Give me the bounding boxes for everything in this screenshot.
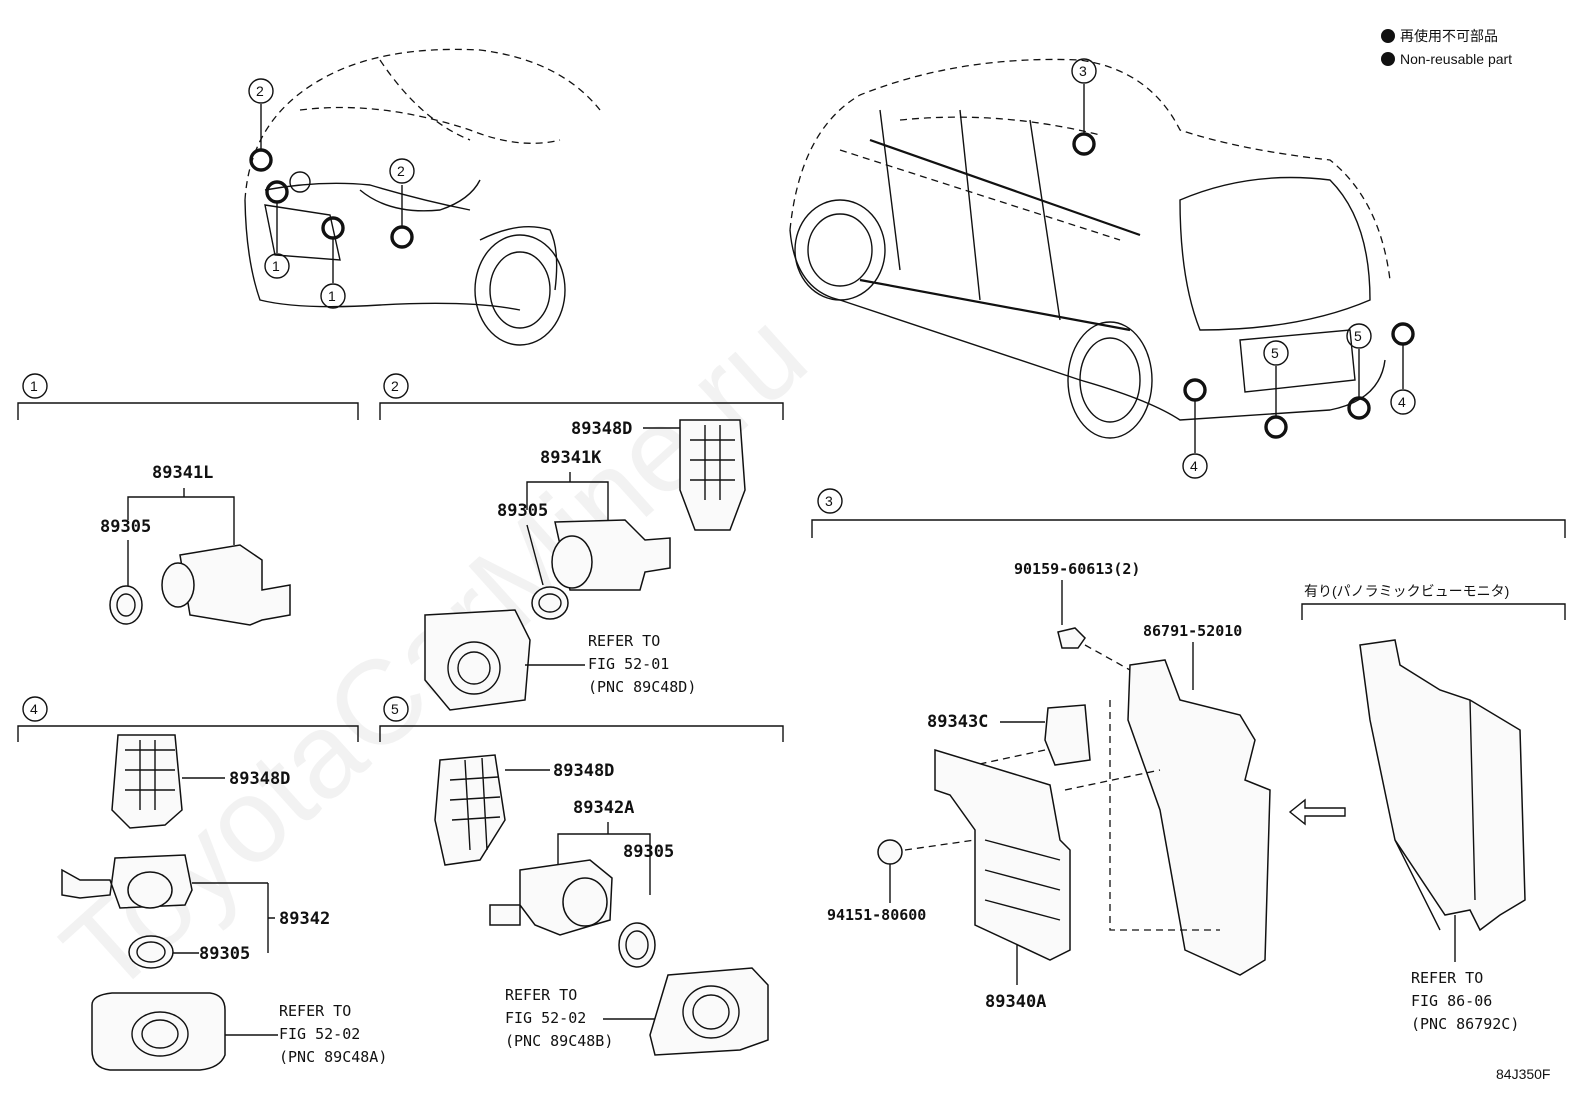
callout: 1: [320, 283, 346, 309]
refer-text: REFER TO: [279, 1002, 351, 1020]
part-number: 89348D: [229, 769, 290, 789]
svg-text:5: 5: [1271, 345, 1279, 361]
refer-text: FIG 52-01: [588, 655, 669, 673]
refer-text: (PNC 89C48A): [279, 1048, 387, 1066]
svg-text:1: 1: [328, 288, 336, 304]
part-number: 89340A: [985, 992, 1046, 1012]
part-number: 89348D: [553, 761, 614, 781]
svg-text:1: 1: [272, 258, 280, 274]
part-number: 89342: [279, 909, 330, 929]
part-number: 89348D: [571, 419, 632, 439]
bracket-89348D: [111, 734, 183, 829]
refer-text: (PNC 89C48B): [505, 1032, 613, 1050]
clip-94151: [877, 839, 903, 865]
callout: 1: [264, 253, 290, 279]
part-number: 89305: [623, 842, 674, 862]
section-number: 1: [30, 378, 38, 394]
section-5: 5 89348D 89342A 89305 REFER TO FIG 52-02…: [379, 696, 784, 1056]
refer-text: (PNC 89C48D): [588, 678, 696, 696]
grommet-89305: [128, 935, 174, 969]
callout: 5: [1346, 323, 1372, 349]
bracket-86791: [1127, 659, 1271, 976]
svg-text:2: 2: [397, 163, 405, 179]
svg-text:2: 2: [256, 83, 264, 99]
legend: 再使用不可部品 Non-reusable part: [1381, 28, 1512, 67]
grommet-89305: [109, 585, 143, 625]
computer-89340A: [934, 748, 1071, 961]
section-3: 3 90159-60613(2) 86791-52010 89343C 9415…: [811, 488, 1566, 1033]
sensor-89341L: [179, 544, 291, 626]
legend-en: Non-reusable part: [1400, 51, 1512, 67]
section-4: 4 89348D 89342 89305 REFER TO FIG 52-02 …: [17, 696, 387, 1071]
svg-text:3: 3: [1079, 63, 1087, 79]
section-number: 5: [391, 701, 399, 717]
part-number: 89305: [497, 501, 548, 521]
part-number: 89305: [100, 517, 151, 537]
section-number: 2: [391, 378, 399, 394]
callout: 4: [1390, 389, 1416, 415]
callout: 5: [1263, 340, 1289, 366]
retainer-89C48B: [649, 967, 769, 1056]
bracket-89348D: [434, 754, 506, 866]
refer-text: FIG 52-02: [505, 1009, 586, 1027]
panoramic-note: 有り(パノラミックビューモニタ): [1304, 583, 1509, 599]
callout: 2: [389, 158, 415, 184]
part-number: 89343C: [927, 712, 988, 732]
bracket-89348D: [679, 419, 746, 531]
bracket-panoramic: [1359, 639, 1526, 932]
svg-text:5: 5: [1354, 328, 1362, 344]
part-number: 86791-52010: [1143, 622, 1242, 640]
retainer-89C48D: [424, 609, 531, 711]
arrow-icon: [1288, 798, 1346, 826]
part-number: 94151-80600: [827, 906, 926, 924]
grommet-89305: [618, 922, 656, 968]
legend-jp: 再使用不可部品: [1400, 28, 1498, 44]
refer-text: FIG 86-06: [1411, 992, 1492, 1010]
callout: 3: [1071, 58, 1097, 84]
part-number: 89341K: [540, 448, 602, 468]
retainer-89C48A: [91, 992, 226, 1071]
section-1: 1 89341L 89305: [17, 373, 359, 626]
svg-text:4: 4: [1398, 394, 1406, 410]
rear-car-illustration: [789, 58, 1415, 453]
connector-89343C: [1044, 704, 1091, 766]
refer-text: FIG 52-02: [279, 1025, 360, 1043]
legend-dot-icon: [1381, 29, 1395, 43]
refer-text: REFER TO: [505, 986, 577, 1004]
part-number: 89342A: [573, 798, 634, 818]
section-2: 2 89348D 89341K 89305 REFER TO FIG 52-01…: [379, 373, 784, 711]
refer-text: (PNC 86792C): [1411, 1015, 1519, 1033]
callout: 4: [1182, 453, 1208, 479]
part-number: 90159-60613(2): [1014, 560, 1140, 578]
part-number: 89305: [199, 944, 250, 964]
refer-text: REFER TO: [588, 632, 660, 650]
section-number: 4: [30, 701, 38, 717]
callout: 2: [248, 78, 274, 104]
figure-code: 84J350F: [1496, 1066, 1550, 1082]
grommet-89305: [531, 586, 569, 620]
svg-text:4: 4: [1190, 458, 1198, 474]
front-car-illustration: [244, 48, 601, 346]
part-number: 89341L: [152, 463, 213, 483]
bolt-90159: [1057, 627, 1086, 649]
section-number: 3: [825, 493, 833, 509]
legend-dot-icon: [1381, 52, 1395, 66]
refer-text: REFER TO: [1411, 969, 1483, 987]
